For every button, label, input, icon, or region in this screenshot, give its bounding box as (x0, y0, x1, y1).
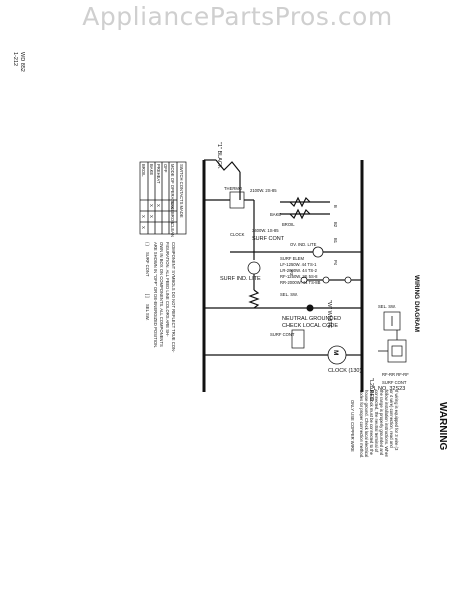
switch-col-clean: CLEAN (170, 223, 175, 237)
element-tag-0: B (333, 205, 338, 208)
surface-ind-lite-label: SURF IND. LITE (220, 276, 261, 282)
switch-row-label-0: MODE OF OPERATION (170, 164, 175, 209)
switch-cell-3-1: X (149, 215, 154, 218)
warning-copper-note: ONLY USE COPPER WIRE (350, 400, 355, 452)
detail-surf-cont-label: SURF CONT (382, 380, 407, 385)
thermostat-symbol (215, 159, 241, 173)
clock-switch-label: CLOCK (230, 232, 245, 237)
bake-label: BAKE (270, 212, 281, 217)
broil-element-resistor (289, 208, 311, 220)
margin-code-1: 1-212 (12, 52, 18, 66)
clock-label: CLOCK (130) (328, 368, 361, 374)
legend-text-0: SURF CONT (145, 252, 150, 277)
selector-switch-contact-2 (322, 276, 330, 284)
switch-row-label-2: PREHEAT (156, 164, 161, 184)
broil-rating: 3400W. 1S-85 (252, 228, 279, 233)
oven-circuit: THERMO BAKE BROIL 2100W. 2S-85 3400W. 1S… (204, 159, 362, 297)
rf-note-0: SURF ELEM (280, 256, 304, 261)
warning-line-1: or 4 wire) connection, read and (389, 390, 394, 448)
surface-control-label-2: SURF CONT (270, 332, 295, 337)
component-note-3: ARE SHOWN IN "OFF" OR DE-ENERGIZED POSIT… (153, 242, 158, 348)
bus-label-black: "1" BLACK (216, 142, 222, 169)
bus-label-red: "L2" RED (368, 378, 374, 401)
switch-row-label-4: BROIL (141, 164, 146, 177)
clock-motor-symbol: M (332, 350, 339, 355)
switch-cell-3-0: X (149, 204, 154, 207)
surface-control-label: SURF CONT (252, 236, 285, 242)
component-note-2: OWN IN BOX ON COMPONENTS. ALL COMPONENTS (159, 242, 164, 347)
component-note: COMPONENT SYMBOLS DO NOT REFLECT TRUE CO… (145, 242, 176, 353)
sel-sw-detail: SEL. SW. (378, 304, 401, 331)
bake-element-resistor (289, 196, 311, 208)
warning-text: If wiring is equipped for 3 wire (3 or 4… (350, 390, 399, 458)
bus-label-white: "W" WHITE (326, 300, 332, 329)
component-note-1: FIGURATION. ALL FEED LINE COLORS ARE SH- (165, 242, 170, 337)
switch-cell-2-0: X (156, 204, 161, 207)
pl-number: PL NO. 32S23 (370, 386, 405, 392)
rf-note-2: LR-2000W. 44 TS-2 (280, 268, 318, 273)
warning-line-2: follow installation instructions. When (384, 390, 389, 458)
rf-note-4: RR-2000W. 44 TS-8B (280, 280, 321, 285)
neutral-note-2: CHECK LOCAL CODE (282, 323, 338, 329)
detail-sel-sw-label: SEL. SW. (378, 304, 396, 309)
warning-line-0: If wiring is equipped for 3 wire (3 (394, 390, 399, 451)
element-tag-1: B2 (333, 222, 338, 228)
legend-mark-0: ( ) (145, 242, 150, 247)
switch-cell-4-2: X (141, 226, 146, 229)
neutral-junction (306, 304, 314, 312)
warning-line-5: the block must be connected to the (369, 390, 374, 456)
oven-ind-lite-label: OV. IND. LITE (290, 242, 317, 247)
rf-note-3: RF-1250W. 2S 5S-8 (280, 274, 318, 279)
switch-col-bake: BAKE (170, 201, 175, 212)
oven-ind-lite-icon (312, 246, 324, 258)
detail-rf-label: RF-RR RF-RF (382, 372, 409, 377)
component-note-0: COMPONENT SYMBOLS DO NOT REFLECT TRUE CO… (171, 242, 176, 353)
legend-text-1: SEL SW. (145, 304, 150, 321)
selector-switch-contact-1 (344, 276, 352, 284)
surface-units: SURF CONT SURF IND. LITE SURF ELEM LF-12… (204, 191, 321, 349)
surface-element-resistor (248, 289, 260, 309)
selector-switch-label: SEL. SW. (280, 292, 298, 297)
switch-cell-4-1: X (141, 215, 146, 218)
switch-table: SWITCH CONTACTS MADE BAKE BROIL CLEAN MO… (139, 161, 187, 237)
legend-mark-1: [ ] (145, 294, 150, 298)
switch-row-label-3: BAKE (149, 164, 154, 175)
margin-code-2: WD 852 (19, 52, 25, 72)
warning-box: WARNING (437, 402, 448, 451)
switch-table-heading: SWITCH CONTACTS MADE (179, 164, 184, 218)
watermark: AppliancePartsPros.com (82, 2, 393, 31)
neutral-note-1: NEUTRAL GROUNDED (282, 316, 341, 322)
broil-label: BROIL (282, 222, 295, 227)
switch-row-label-1: OFF (163, 164, 168, 173)
warning-line-7: codes for proper connection method. (359, 390, 364, 458)
switch-col-broil: BROIL (170, 212, 175, 225)
bake-rating: 2100W. 2S-85 (250, 188, 277, 193)
element-tag-2: B1 (333, 238, 338, 244)
surface-ind-lite-icon (247, 261, 261, 275)
surface-control-box (229, 191, 245, 209)
warning-heading: WARNING (437, 402, 448, 451)
selector-switch-detail: RF-RR RF-RF SURF CONT (378, 330, 409, 385)
warning-line-3: the range is properly grounded and (379, 390, 384, 456)
warning-line-6: house ground. Check local electrical (364, 390, 369, 457)
surface-control-box-2 (291, 329, 305, 349)
element-tag-3: P4 (333, 260, 338, 266)
thermostat-label: THERMO (224, 186, 243, 191)
element-tag-4: P3 (289, 270, 294, 276)
rf-note-1: LF-1250W. 44 TS-1 (280, 262, 317, 267)
schematic: WIRING DIAGRAM "1" BLACK "W" WHITE "L2" … (139, 142, 448, 451)
warning-line-4: connected, the neutral terminal of (374, 390, 379, 453)
diagram-title: WIRING DIAGRAM (413, 275, 420, 332)
